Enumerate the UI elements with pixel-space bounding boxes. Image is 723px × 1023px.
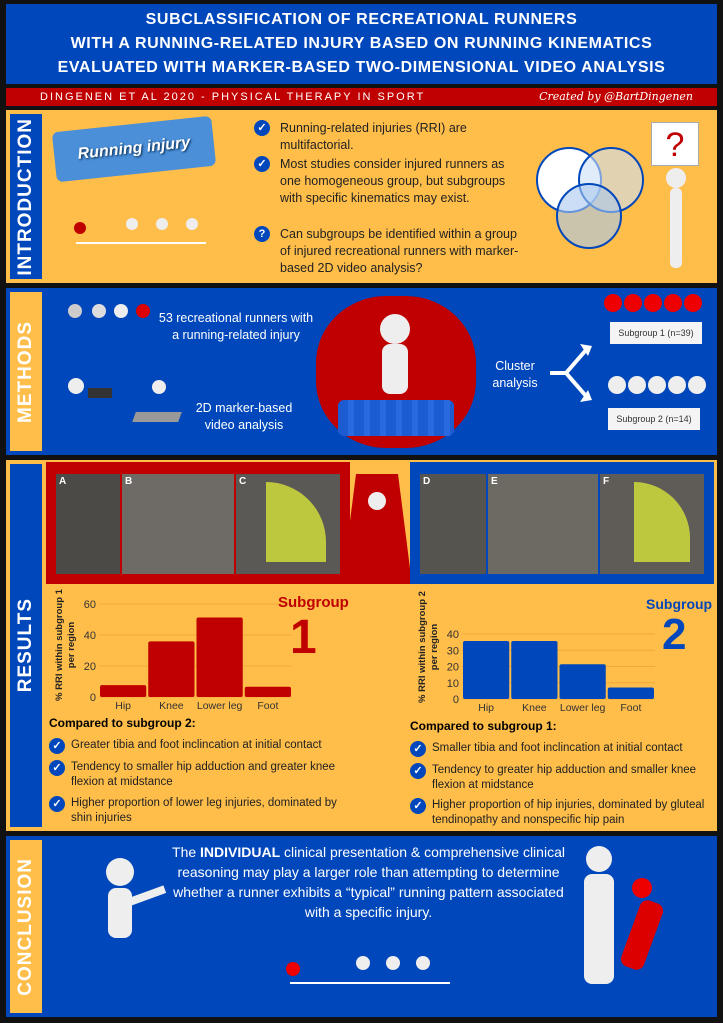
section-label: CONCLUSION [10, 840, 42, 1013]
check-icon: ✓ [254, 120, 270, 136]
subgroup-2-figures: Subgroup 2 (n=14) [602, 376, 710, 448]
introduction-section: INTRODUCTION Running injury ✓Running-rel… [6, 110, 717, 283]
methods-section: METHODS 53 recreational runners with a r… [6, 288, 717, 455]
x-tick-label: Foot [620, 702, 641, 714]
question-icon: ? [254, 226, 270, 242]
x-tick-label: Lower leg [560, 702, 606, 714]
y-tick-label: 60 [84, 599, 96, 611]
subgroup-2-number: 2 [662, 610, 687, 659]
y-tick-label: 30 [447, 645, 459, 657]
coach-image [316, 296, 476, 448]
subgroup-1-figures: Subgroup 1 (n=39) [598, 292, 708, 364]
x-tick-label: Knee [522, 702, 547, 714]
venn-diagram [536, 147, 644, 249]
runners-group-image [576, 844, 712, 1004]
check-icon: ✓ [49, 796, 65, 812]
y-tick-label: 20 [447, 662, 459, 674]
intro-question: ?Can subgroups be identified within a gr… [254, 226, 524, 277]
bar [463, 640, 510, 699]
subgroup-2-photos: D E F [410, 462, 714, 584]
subgroup-1-number: 1 [290, 611, 317, 664]
citation-band: DINGENEN ET AL 2020 - PHYSICAL THERAPY I… [6, 88, 717, 106]
subgroup-1-bullet: ✓Higher proportion of lower leg injuries… [49, 796, 349, 826]
bar [100, 685, 147, 697]
puzzle-image: Running injury [51, 115, 217, 183]
pointing-figure [66, 858, 167, 968]
split-arrow-icon [550, 344, 592, 402]
subgroup-1-bullet: ✓Greater tibia and foot inclincation at … [49, 738, 349, 754]
check-icon: ✓ [254, 156, 270, 172]
y-axis-label: % RRI within subgroup 1per region [54, 588, 77, 701]
y-tick-label: 40 [84, 630, 96, 642]
methods-participants: 53 recreational runners with a running-r… [158, 311, 314, 342]
x-tick-label: Foot [257, 700, 278, 712]
y-tick-label: 40 [447, 629, 459, 641]
title-line: SUBCLASSIFICATION OF RECREATIONAL RUNNER… [145, 11, 578, 28]
subgroup-1-photos: A B C [46, 462, 350, 584]
question-sign: ? [651, 122, 699, 166]
x-tick-label: Lower leg [197, 700, 243, 712]
bar [244, 686, 291, 697]
x-tick-label: Hip [478, 702, 494, 714]
y-tick-label: 10 [447, 678, 459, 690]
check-icon: ✓ [410, 763, 426, 779]
figure-image [666, 168, 686, 188]
bar [196, 617, 243, 697]
subgroup-1-heading: Compared to subgroup 2: [49, 716, 196, 730]
section-label: RESULTS [10, 464, 42, 827]
y-tick-label: 20 [84, 661, 96, 673]
y-axis-label: % RRI within subgroup 2per region [417, 591, 440, 703]
title-line: WITH A RUNNING-RELATED INJURY BASED ON R… [70, 35, 653, 52]
bar [559, 664, 606, 699]
methods-video: 2D marker-based video analysis [195, 401, 293, 432]
subgroup-2-bullet: ✓Higher proportion of hip injuries, domi… [410, 798, 706, 828]
title-line: EVALUATED WITH MARKER-BASED TWO-DIMENSIO… [57, 59, 666, 76]
y-tick-label: 0 [453, 694, 459, 706]
check-icon: ✓ [49, 738, 65, 754]
citation: DINGENEN ET AL 2020 - PHYSICAL THERAPY I… [40, 91, 426, 103]
bar [607, 687, 654, 699]
y-tick-label: 0 [90, 692, 96, 704]
cluster-analysis-label: Cluster analysis [492, 359, 538, 390]
intro-point-1: ✓Running-related injuries (RRI) are mult… [254, 120, 524, 154]
shrugging-figure [368, 492, 386, 510]
bar [511, 640, 558, 699]
tug-of-war-image [66, 218, 216, 258]
section-label: METHODS [10, 292, 42, 451]
author-credit: Created by @BartDingenen [539, 90, 693, 103]
subgroup-1-bullet: ✓Tendency to smaller hip adduction and g… [49, 760, 349, 790]
intro-point-2: ✓Most studies consider injured runners a… [254, 156, 524, 207]
x-tick-label: Knee [159, 700, 184, 712]
x-tick-label: Hip [115, 700, 131, 712]
subgroup-2-sign: Subgroup 2 (n=14) [608, 408, 700, 430]
figure-body [670, 188, 682, 268]
subgroup-2-title: Subgroup [646, 596, 713, 612]
subgroup-1-sign: Subgroup 1 (n=39) [610, 322, 702, 344]
runners-image [62, 300, 162, 350]
section-label: INTRODUCTION [10, 114, 42, 279]
check-icon: ✓ [49, 760, 65, 776]
title-banner: SUBCLASSIFICATION OF RECREATIONAL RUNNER… [6, 4, 717, 84]
subgroup-1-title: Subgroup [278, 594, 349, 611]
video-treadmill-image [58, 374, 188, 434]
tug-of-war-image [276, 952, 456, 1008]
subgroup-2-bullet: ✓Tendency to greater hip adduction and s… [410, 763, 706, 793]
check-icon: ✓ [410, 741, 426, 757]
conclusion-text: The INDIVIDUAL clinical presentation & c… [172, 844, 565, 920]
conclusion-section: CONCLUSION The INDIVIDUAL clinical prese… [6, 836, 717, 1017]
subgroup-2-heading: Compared to subgroup 1: [410, 719, 557, 733]
road-image [342, 474, 412, 584]
bar [148, 641, 195, 697]
check-icon: ✓ [410, 798, 426, 814]
subgroup-2-bullet: ✓Smaller tibia and foot inclincation at … [410, 741, 706, 757]
